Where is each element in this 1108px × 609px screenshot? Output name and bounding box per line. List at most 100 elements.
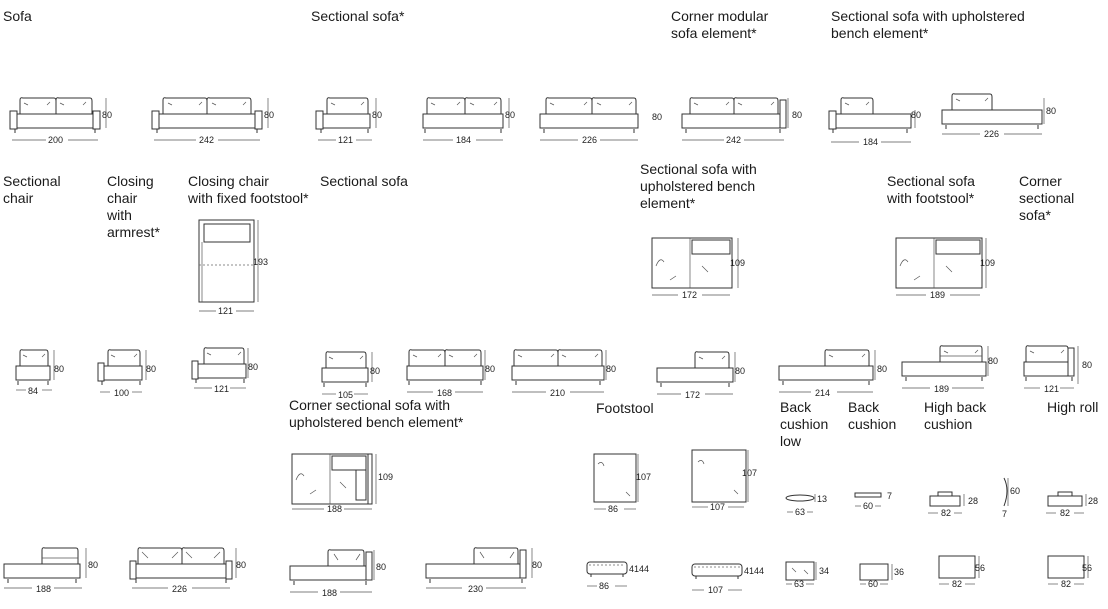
dim-height: 80 — [376, 562, 387, 572]
corner-sectional-121-drawing: 121 80 — [1022, 344, 1102, 394]
dim-width: 189 — [930, 290, 946, 300]
dim-width: 86 — [599, 581, 610, 591]
closing-footstool-121-drawing: 121 80 — [191, 346, 262, 396]
dim-height: 80 — [236, 560, 247, 570]
dim-height: 80 — [54, 364, 65, 374]
dim-height-b: 44 — [754, 566, 765, 576]
dim-height-a: 41 — [629, 564, 640, 574]
sectional-184-drawing: 184 80 — [421, 96, 521, 148]
back-cushion-plan: 7 60 — [853, 490, 903, 516]
dim-width: 214 — [815, 388, 831, 398]
heading-closing-chair-footstool: Closing chair with fixed footstool* — [188, 173, 309, 206]
heading-back-cushion-low: Back cushion low — [780, 399, 829, 449]
dim-height: 80 — [102, 110, 113, 120]
back-cushion-low-elevation: 34 63 — [784, 560, 834, 592]
dim-height: 80 — [505, 110, 516, 120]
footstool-107-plan: 107 107 — [690, 448, 770, 514]
closing-chair-100-drawing: 100 80 — [97, 348, 158, 398]
sectional-bench-226-drawing: 226 80 — [940, 92, 1065, 144]
dim-height: 80 — [652, 112, 663, 122]
sofa-200-drawing: 200 80 — [9, 96, 113, 148]
dim-height: 80 — [988, 356, 999, 366]
dim-height: 80 — [735, 366, 746, 376]
dim-height: 80 — [1082, 360, 1093, 370]
heading-closing-chair: Closing chair with armrest* — [107, 173, 160, 240]
sectional-footstool-plan-189: 109 189 — [894, 236, 1004, 306]
closing-footstool-plan: 193 121 — [196, 218, 276, 318]
dim-width: 60 — [868, 579, 879, 589]
dim-width: 121 — [338, 135, 354, 145]
dim-width: 60 — [863, 501, 874, 511]
dim-height: 80 — [911, 110, 922, 120]
corner-modular-242-drawing: 242 80 — [680, 96, 810, 148]
dim-height: 34 — [819, 566, 830, 576]
corner-bench-188-drawing: 188 80 — [288, 548, 388, 598]
high-roll-side: 60 7 — [1000, 476, 1030, 519]
dim-depth: 109 — [730, 258, 746, 268]
heading-sectional-bench-mid: Sectional sofa with upholstered bench el… — [640, 161, 757, 211]
dim-height: 7 — [887, 491, 893, 501]
corner-sectional-bench-plan-188: 109 188 — [290, 452, 394, 514]
dim-width: 188 — [322, 588, 338, 598]
sectional-footstool-189-drawing: 189 80 — [900, 344, 1010, 394]
dim-width: 172 — [685, 390, 701, 400]
dim-height: 80 — [485, 364, 496, 374]
dim-width: 7 — [1002, 509, 1008, 519]
high-roll-plan: 28 82 — [1044, 490, 1104, 520]
dim-height: 28 — [1088, 496, 1099, 506]
sectional-bench-214-drawing: 214 80 — [777, 348, 897, 398]
sectional-105-drawing: 105 80 — [320, 350, 390, 400]
dim-width: 107 — [710, 502, 726, 512]
dim-height: 80 — [606, 364, 617, 374]
corner-bench-230-drawing: 230 80 — [424, 546, 549, 596]
back-cushion-low-plan: 13 63 — [785, 492, 835, 518]
dim-height: 80 — [877, 364, 888, 374]
dim-height: 36 — [894, 567, 905, 577]
dim-width: 82 — [952, 579, 963, 589]
dim-width: 184 — [863, 137, 879, 147]
dim-width: 82 — [1060, 508, 1071, 518]
footstool-86-elevation: 41 44 86 — [585, 558, 655, 598]
footstool-86-plan: 107 86 — [592, 452, 662, 514]
high-back-cushion-elevation: 56 82 — [937, 554, 997, 594]
dim-width: 84 — [28, 386, 39, 396]
sectional-168-drawing: 168 80 — [405, 348, 505, 398]
dim-height-a: 41 — [744, 566, 755, 576]
dim-height: 80 — [248, 362, 259, 372]
heading-sectional-chair: Sectional chair — [3, 173, 61, 206]
dim-height: 80 — [146, 364, 157, 374]
dim-height: 56 — [975, 563, 986, 573]
bench-188-drawing: 188 80 — [2, 546, 102, 596]
dim-height: 80 — [88, 560, 99, 570]
dim-depth: 107 — [742, 468, 758, 478]
dim-height: 80 — [264, 110, 275, 120]
dim-height: 80 — [1046, 106, 1057, 116]
dim-width: 188 — [327, 504, 343, 514]
dim-width: 189 — [934, 384, 950, 394]
dim-width: 188 — [36, 584, 52, 594]
dim-height: 80 — [372, 110, 383, 120]
dim-width: 226 — [582, 135, 598, 145]
dim-width: 107 — [708, 585, 724, 595]
dim-width: 242 — [199, 135, 215, 145]
dim-depth: 109 — [378, 472, 394, 482]
heading-sectional-footstool: Sectional sofa with footstool* — [887, 173, 975, 206]
dim-height: 28 — [968, 496, 979, 506]
dim-height: 80 — [532, 560, 543, 570]
heading-sectional-sofa: Sectional sofa* — [311, 8, 405, 24]
dim-width: 105 — [338, 390, 354, 400]
dim-height: 80 — [792, 110, 803, 120]
dim-depth: 107 — [636, 472, 652, 482]
sectional-bench-plan-172: 109 172 — [650, 236, 750, 306]
heading-sectional-sofa-mid: Sectional sofa — [320, 173, 408, 189]
sectional-210-drawing: 210 80 — [510, 348, 620, 398]
heading-footstool: Footstool — [596, 400, 654, 416]
back-cushion-elevation: 36 60 — [858, 562, 908, 594]
dim-width: 226 — [172, 584, 188, 594]
footstool-107-elevation: 41 44 107 — [690, 560, 770, 600]
dim-width: 121 — [218, 306, 234, 316]
heading-sectional-bench: Sectional sofa with upholstered bench el… — [831, 8, 1025, 41]
dim-width: 226 — [984, 129, 1000, 139]
heading-high-roll: High roll — [1047, 399, 1099, 415]
dim-width: 63 — [795, 507, 806, 517]
